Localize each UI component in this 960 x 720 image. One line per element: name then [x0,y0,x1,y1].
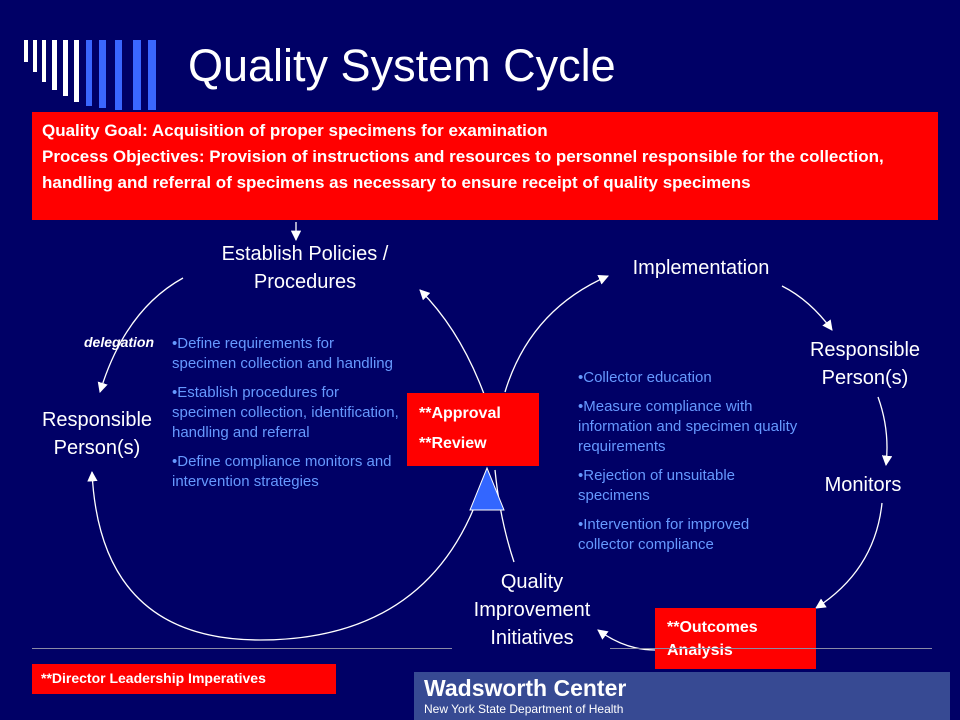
node-monitors: Monitors [824,474,902,496]
delegation-label: delegation [84,334,155,350]
arc-responsible-to-monitors [877,396,893,467]
list-item: •Rejection of unsuitable specimens [578,467,736,504]
process-objectives-text: Process Objectives: Provision of instruc… [42,147,884,192]
director-imperatives-box: **Director Leadership Imperatives [32,664,336,694]
arc-right-to-establish [419,289,485,395]
list-item: •Define compliance monitors and interven… [172,453,392,490]
arc-monitors-to-outcomes [815,502,883,609]
list-item: •Define requirements for specimen collec… [172,335,393,372]
node-implementation: Implementation [632,257,770,279]
logo-sub-text: New York State Department of Health [424,702,624,716]
arc-qi-to-center [494,469,515,563]
node-responsible-person-right: Responsible Person(s) [809,339,921,389]
center-triangle [469,466,505,511]
arc-establish-to-left [97,277,184,393]
right-bullet-list: •Collector education •Measure compliance… [578,368,800,564]
list-item: •Collector education [578,369,712,386]
node-establish-policies: Establish Policies / Procedures [221,243,389,293]
arc-outcomes-to-qi [597,629,656,651]
logo-main-text: Wadsworth Center [424,675,627,701]
wadsworth-logo: Wadsworth Center New York State Departme… [414,672,950,720]
page-title: Quality System Cycle [188,40,616,91]
divider-right [610,648,932,649]
list-item: •Intervention for improved collector com… [578,516,750,553]
list-item: •Measure compliance with information and… [578,398,798,455]
list-item: •Establish procedures for specimen colle… [172,384,399,441]
outcomes-analysis-box: **Outcomes Analysis [655,608,816,669]
left-bullet-list: •Define requirements for specimen collec… [172,334,402,501]
outcomes-label: **Outcomes [667,619,758,636]
review-label: **Review [419,435,487,452]
divider-left [32,648,452,649]
arc-to-implementation [504,274,609,393]
arc-implementation-to-responsible [781,285,833,331]
approval-label: **Approval [419,405,501,422]
arc-bottom-left [87,469,488,641]
node-responsible-person-left: Responsible Person(s) [41,409,153,459]
node-quality-improvement: Quality Improvement Initiatives [473,571,591,649]
quality-goal-text: Quality Goal: Acquisition of proper spec… [42,121,548,140]
approval-review-box: **Approval **Review [407,393,539,466]
analysis-label: Analysis [667,642,733,659]
quality-goal-box: Quality Goal: Acquisition of proper spec… [32,112,938,220]
